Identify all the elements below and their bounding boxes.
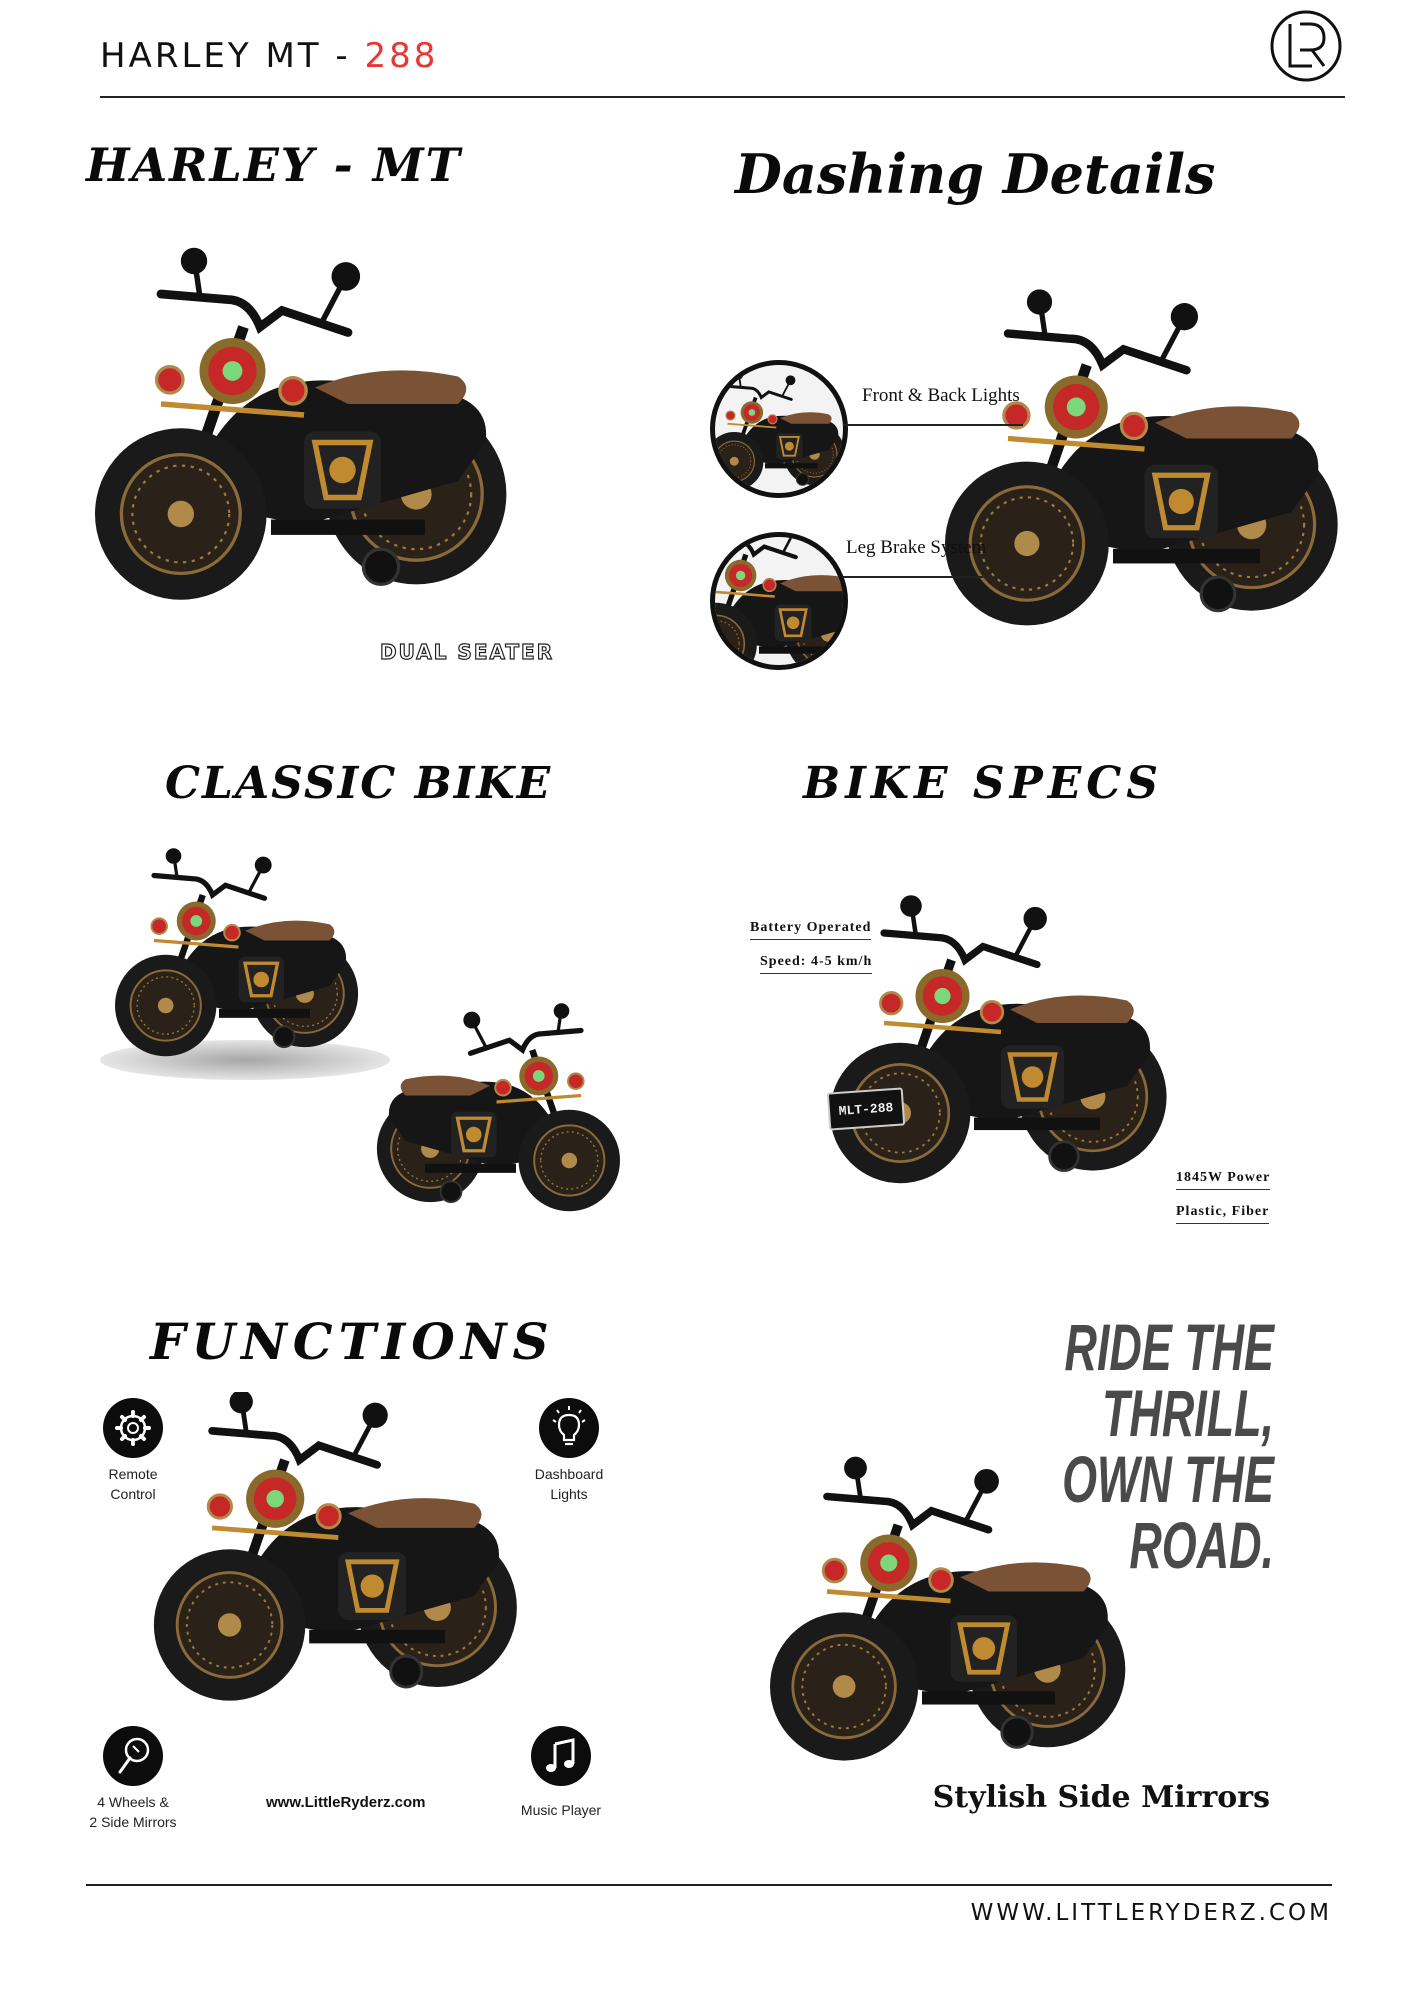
promo-slogan: RIDE THE THRILL, OWN THE ROAD. [874,1314,1274,1578]
section-title-classic-bike: CLASSIC BIKE [165,758,553,809]
title-prefix: HARLEY MT - [100,36,365,76]
stylish-side-mirrors-tagline: Stylish Side Mirrors [932,1780,1270,1815]
slogan-line-2: THRILL, [1101,1376,1274,1450]
music-note-icon [546,1738,575,1772]
lights-closeup-image [715,365,843,493]
page-title: HARLEY MT - 288 [100,36,438,76]
wheels-label-line1: 4 Wheels & [97,1794,169,1810]
music-player-label: Music Player [520,1802,602,1818]
footer-website[interactable]: WWW.LITTLERYDERZ.COM [970,1900,1332,1926]
mirror-icon [118,1737,150,1774]
dashboard-label-line1: Dashboard [534,1466,604,1482]
dual-seater-badge: DUAL SEATER [379,639,555,664]
dashboard-label-line2: Lights [550,1486,588,1502]
promo-bike-image [770,1420,1150,1820]
remote-control-label: Remote Control [83,1464,183,1504]
classic-bike-image-rear [360,990,620,1240]
spec-battery-operated: Battery Operated [750,920,872,940]
section-title-functions: FUNCTIONS [150,1312,555,1371]
lightbulb-icon [552,1406,586,1446]
gear-icon [115,1410,151,1446]
callout-leg-brake-system: Leg Brake System [846,537,987,558]
footer-divider [86,1884,1332,1886]
music-player-function [531,1726,591,1786]
dashing-details-bike-image [945,280,1365,660]
remote-label-line1: Remote [108,1466,158,1482]
slogan-line-3: OWN THE [1062,1442,1274,1516]
callout-line-brake [843,576,983,578]
detail-circle-brake [710,532,848,670]
spec-speed: Speed: 4-5 km/h [760,954,873,974]
title-number: 288 [364,36,439,76]
remote-control-function [103,1398,163,1458]
detail-circle-lights [710,360,848,498]
remote-label-line2: Control [110,1486,156,1502]
wheels-mirrors-label: 4 Wheels & 2 Side Mirrors [73,1792,193,1832]
section-title-bike-specs: BIKE SPECS [803,758,1164,809]
section-title-dashing-details: Dashing Details [735,142,1216,206]
spec-material: Plastic, Fiber [1176,1204,1270,1224]
license-plate: MLT-288 [826,1087,906,1131]
harley-mt-bike-image [95,212,535,662]
brake-closeup-image [715,537,843,665]
classic-bike-image-front [115,840,375,1080]
slogan-line-4: ROAD. [1129,1508,1274,1582]
header-divider [100,96,1345,98]
bike-specs-rear-image [830,830,1190,1270]
lr-monogram-icon [1270,10,1342,82]
dashboard-lights-label: Dashboard Lights [519,1464,619,1504]
wheels-label-line2: 2 Side Mirrors [89,1814,177,1830]
spec-power: 1845W Power [1176,1170,1271,1190]
website-link-small[interactable]: www.LittleRyderz.com [266,1794,426,1811]
wheels-mirrors-function [103,1726,163,1786]
dashboard-lights-function [539,1398,599,1458]
slogan-line-1: RIDE THE [1064,1310,1274,1384]
callout-front-back-lights: Front & Back Lights [862,385,1020,406]
functions-bike-image [128,1392,568,1722]
section-title-harley-mt: HARLEY - MT [86,138,462,192]
license-plate-text: MLT-288 [838,1099,894,1119]
callout-line-lights [843,424,1023,426]
